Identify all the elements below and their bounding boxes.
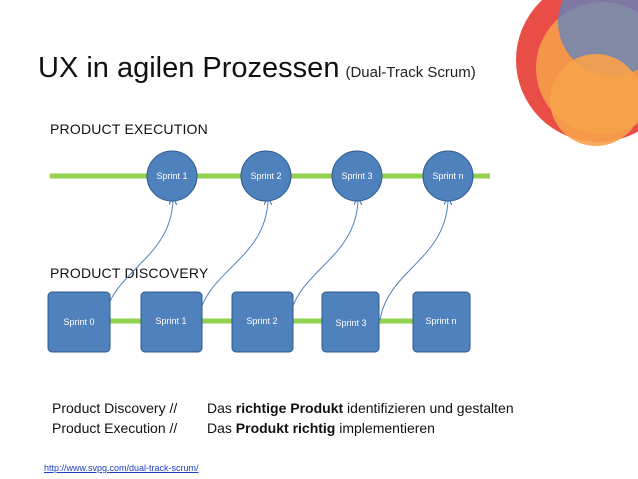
legend-bold-text: richtige Produkt xyxy=(235,400,344,416)
legend-bold-text: Produkt richtig xyxy=(235,420,336,436)
discovery-sprint-label: Sprint 0 xyxy=(63,317,94,327)
discovery-sprint-label: Sprint 3 xyxy=(335,318,366,328)
legend-right: Das richtige Produkt identifizieren und … xyxy=(207,398,514,438)
discovery-label: PRODUCT DISCOVERY xyxy=(50,265,209,281)
legend-text: implementieren xyxy=(335,420,435,436)
legend-text: Das xyxy=(207,400,236,416)
discovery-sprint-label: Sprint 2 xyxy=(246,316,277,326)
execution-sprint-label: Sprint n xyxy=(432,171,463,181)
legend-execution-label: Product Execution // xyxy=(52,420,178,436)
discovery-sprint-label: Sprint 1 xyxy=(155,316,186,326)
execution-sprint-label: Sprint 1 xyxy=(156,171,187,181)
legend-discovery-description: Das richtige Produkt identifizieren und … xyxy=(207,398,514,418)
title-main: UX in agilen Prozessen xyxy=(38,52,340,84)
execution-sprint-label: Sprint 3 xyxy=(341,171,372,181)
execution-sprint-node: Sprint 3 xyxy=(331,150,383,202)
legend-text: Das xyxy=(207,420,236,436)
source-link[interactable]: http://www.svpg.com/dual-track-scrum/ xyxy=(44,463,199,473)
discovery-sprint-node: Sprint 1 xyxy=(140,291,203,353)
page-title: UX in agilen Prozessen (Dual-Track Scrum) xyxy=(38,52,476,85)
discovery-sprint-label: Sprint n xyxy=(425,316,456,326)
execution-sprint-node: Sprint n xyxy=(422,150,474,202)
execution-label: PRODUCT EXECUTION xyxy=(50,121,208,137)
deco-orange-small-circle xyxy=(550,54,638,146)
execution-sprint-label: Sprint 2 xyxy=(250,171,281,181)
discovery-sprint-node: Sprint 0 xyxy=(47,291,111,353)
execution-sprint-node: Sprint 2 xyxy=(240,150,292,202)
arrow-discovery-3-to-execution-n xyxy=(379,201,448,321)
discovery-sprint-node: Sprint 2 xyxy=(231,291,294,353)
discovery-sprint-node: Sprint n xyxy=(412,291,471,353)
arrow-discovery-1-to-execution-2 xyxy=(197,201,268,321)
legend-text: identifizieren und gestalten xyxy=(343,400,514,416)
legend-left: Product Discovery // Product Execution /… xyxy=(52,398,177,438)
legend-execution-description: Das Produkt richtig implementieren xyxy=(207,418,514,438)
discovery-sprint-node: Sprint 3 xyxy=(321,291,380,353)
deco-blue-circle xyxy=(558,0,638,76)
arrow-discovery-2-to-execution-3 xyxy=(288,201,358,321)
execution-sprint-node: Sprint 1 xyxy=(146,150,198,202)
title-sub: (Dual-Track Scrum) xyxy=(345,64,476,81)
legend-discovery-label: Product Discovery // xyxy=(52,400,178,416)
